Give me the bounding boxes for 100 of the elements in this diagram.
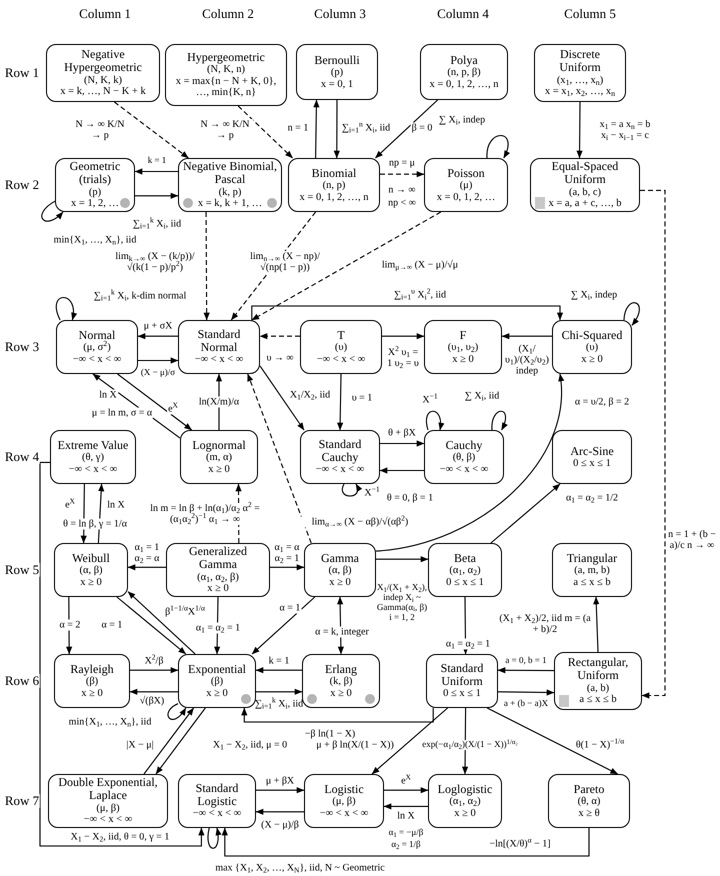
edge-label: ∑ X$_{i}$, indep	[438, 114, 486, 126]
edge-label: ln X	[396, 810, 416, 822]
support-range: x ≥ 0	[330, 688, 352, 700]
distribution-name: Extreme Value	[58, 438, 128, 452]
support-range: x = 0, 1, 2, …, n	[300, 192, 368, 204]
edge-label: max {X$_{1}$, X$_{2}$, …, X$_{N}$}, iid, N ~ Geometric	[214, 862, 386, 874]
arrow	[376, 374, 564, 552]
support-range: x = x$_{1}$, x$_{2}$, …, x$_{n}$	[544, 86, 616, 98]
distribution-box	[530, 158, 640, 212]
arrow	[114, 102, 189, 158]
row-header: Row 3	[4, 340, 40, 354]
column-header: Column 2	[201, 6, 255, 22]
support-range: −∞ < x < ∞	[192, 808, 242, 820]
loop-arrow	[168, 703, 186, 720]
arrow	[490, 484, 560, 544]
edge-label: lim$_{μ→∞}$ (X − μ)/√μ	[380, 260, 460, 270]
distribution-name: Geometric (trials)	[68, 160, 122, 187]
distribution-name: Normal	[78, 328, 116, 342]
parameters: (a, b, c)	[568, 186, 602, 198]
edge-label: X$_{1}$/(X$_{1}$ + X$_{2}$), indep X$_{i}$ ~ Gamma(α$_{i}$, β) i = 1, 2	[375, 583, 429, 623]
parameters: (β)	[86, 676, 98, 688]
support-range: −∞ < x < ∞	[316, 464, 364, 476]
arrow	[256, 688, 302, 695]
distribution-box	[180, 430, 258, 484]
distribution-box	[166, 543, 270, 597]
support-range: −∞ < x < ∞	[72, 354, 122, 366]
edge-label: min{X$_{1}$, …, X$_{n}$}, iid	[52, 234, 138, 246]
edge-label: X$_{1}$/X$_{2}$, iid	[288, 390, 332, 400]
arrow	[380, 440, 424, 447]
distribution-box	[300, 320, 382, 374]
distribution-box	[178, 774, 256, 828]
arrow	[375, 100, 438, 158]
distribution-box	[178, 320, 260, 374]
distribution-name: Beta	[454, 552, 476, 566]
arrow	[204, 212, 210, 320]
edge-label: k = 1	[268, 656, 290, 666]
distribution-box	[50, 430, 136, 484]
column-header: Column 3	[313, 6, 367, 22]
edge-label: θ + βX	[387, 428, 417, 438]
distribution-name: Standard Uniform	[440, 662, 484, 688]
arrow	[334, 100, 340, 158]
distribution-name: T	[337, 328, 345, 342]
distribution-name: Rectangular, Uniform	[566, 656, 630, 683]
distribution-name: Hypergeometric	[187, 51, 265, 64]
edge-label: min{X$_{1}$, …, X$_{n}$}, iid	[68, 716, 152, 728]
edge-label: |X − μ|	[125, 740, 155, 750]
edge-label: np = μ	[388, 158, 416, 168]
parameters: (μ)	[460, 180, 472, 192]
edge-label: (X$_{1}$/υ$_{1}$)/(X$_{2}$/υ$_{2}$) indep	[504, 344, 550, 376]
edge-label: ∑$_{i=1}$$^{k}$ X$_{i}$, iid	[132, 218, 182, 230]
row-header: Row 2	[4, 178, 40, 192]
arrow	[222, 828, 590, 857]
arrow	[384, 803, 428, 810]
edge-label: α$_{1}$ = α$_{2}$ = 1	[444, 638, 492, 650]
distribution-name: Double Exponential, Laplace	[57, 776, 159, 803]
support-range: −∞ < x < ∞	[68, 464, 118, 476]
edge-label: (X − μ)/β	[260, 820, 300, 830]
arrow	[128, 564, 166, 570]
distribution-box	[46, 44, 160, 102]
loop-arrow	[342, 484, 362, 496]
edge-label: α = 2	[58, 620, 82, 630]
distribution-name: Loglogistic	[438, 782, 492, 796]
edge-label: ln(X/m)/α	[198, 396, 240, 408]
distribution-name: Discrete Uniform	[558, 48, 602, 75]
distribution-box	[304, 774, 384, 828]
arrow	[256, 787, 304, 794]
parameters: (p)	[88, 186, 102, 198]
edge-label: α$_{1}$ = α$_{2}$ = 1/2	[564, 492, 620, 504]
distribution-box	[300, 430, 380, 484]
column-header: Column 4	[436, 6, 490, 22]
arrow	[39, 462, 204, 847]
arrow	[144, 708, 194, 774]
arrow	[498, 667, 554, 674]
distribution-name: Chi-Squared	[562, 328, 622, 342]
parameters: (k, β)	[330, 676, 352, 688]
edge-label: X$_{1}$ − X$_{2}$, iid, θ = 0, γ = 1	[70, 832, 170, 842]
arrow	[251, 212, 442, 320]
distribution-box	[54, 654, 130, 708]
loop-arrow	[56, 297, 77, 320]
distribution-name: Arc-Sine	[570, 444, 614, 458]
edge-label: (X$_{1}$ + X$_{2}$)/2, iid m = (a + b)/2	[497, 613, 593, 635]
arrow	[156, 708, 206, 774]
parameters: (x$_{1}$, …, x$_{n}$)	[556, 74, 604, 86]
condition-label: μ = ln m, σ = α	[90, 408, 154, 418]
arrow	[138, 357, 178, 364]
support-range: x = k, …, N − K + k	[60, 86, 146, 98]
column-header: Column 5	[563, 6, 617, 22]
parameters: (υ)	[586, 342, 598, 354]
parameters: (N, K, n)	[207, 64, 245, 76]
edge-label: −ln[(X/θ)$^{α}$ − 1]	[488, 838, 552, 850]
distribution-box	[426, 654, 498, 708]
edge-label: α = k, integer	[314, 626, 370, 638]
distribution-box	[424, 320, 502, 374]
support-range: x = k, k + 1, …	[198, 198, 262, 210]
support-range: x ≥ θ	[578, 808, 600, 820]
edge-label: θ = 0, β = 1	[386, 492, 434, 504]
support-range: −∞ < x < ∞	[440, 464, 488, 476]
distribution-name: Standard Normal	[196, 328, 242, 354]
arrow	[593, 596, 600, 652]
arrow	[376, 556, 428, 562]
